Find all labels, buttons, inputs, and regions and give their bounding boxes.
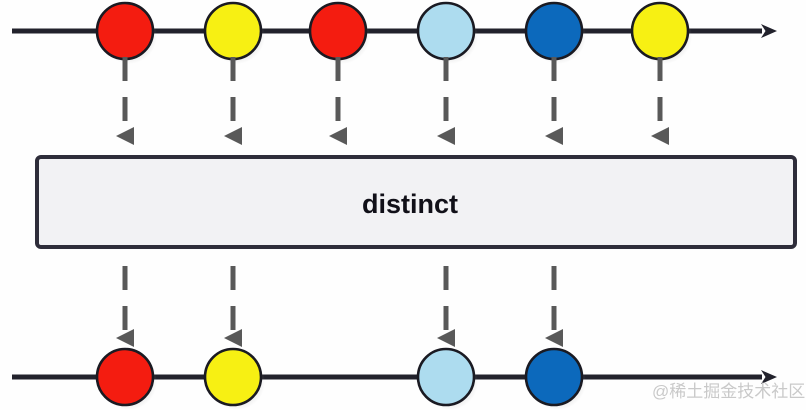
operator-box-group[interactable]: distinct	[35, 155, 797, 249]
source-marble-lightblue-1[interactable]	[416, 1, 476, 61]
result-timeline-group	[12, 347, 777, 410]
source-marble-yellow-2[interactable]	[630, 1, 690, 61]
source-marble-darkblue-1[interactable]	[524, 1, 584, 61]
result-marble-lightblue-1[interactable]	[416, 347, 476, 407]
watermark: @稀土掘金技术社区	[652, 382, 805, 401]
source-marble-red-1[interactable]	[95, 1, 155, 61]
result-marble-yellow-1[interactable]	[203, 347, 263, 407]
result-marble-red-1[interactable]	[95, 347, 155, 407]
operator-box[interactable]	[35, 155, 797, 249]
operator-label: distinct	[362, 189, 458, 219]
input-connectors-group	[116, 57, 669, 145]
source-marble-yellow-1[interactable]	[203, 1, 263, 61]
source-marble-red-2[interactable]	[308, 1, 368, 61]
source-timeline-group	[12, 1, 777, 64]
output-connectors-group	[116, 266, 563, 347]
result-marble-darkblue-1[interactable]	[524, 347, 584, 407]
